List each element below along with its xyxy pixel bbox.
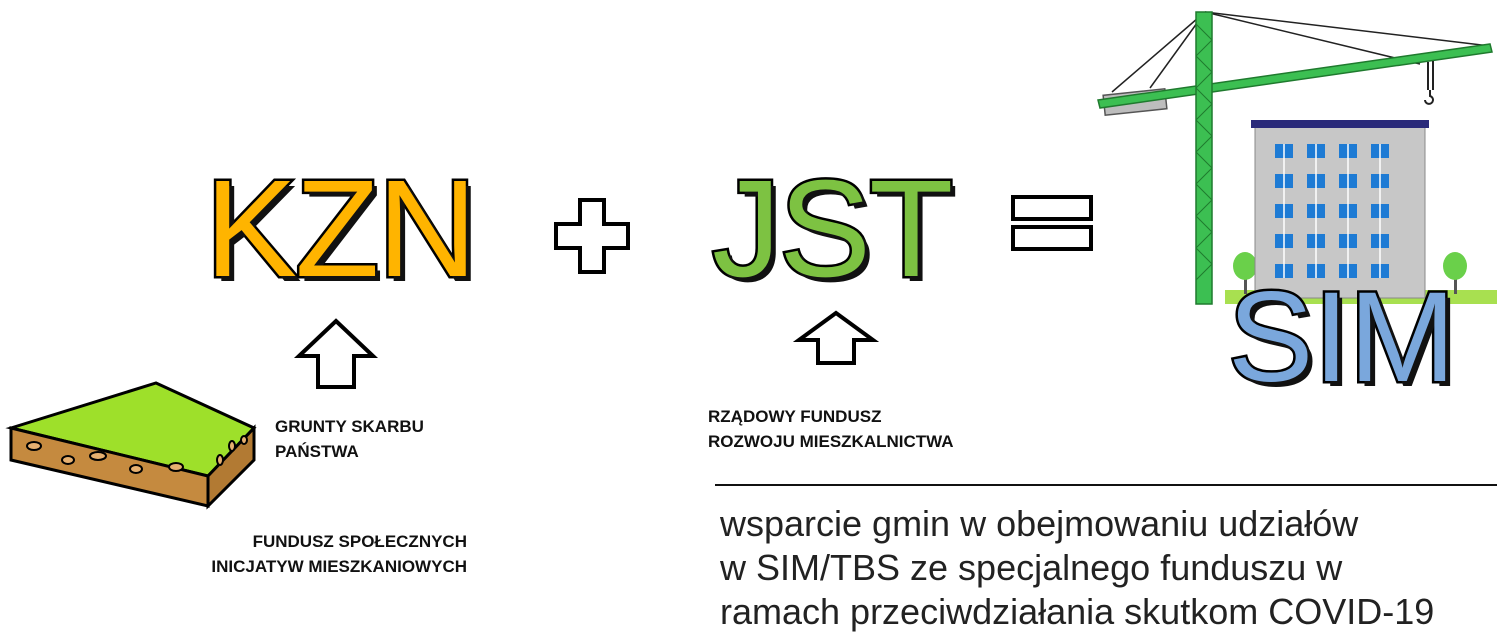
up-arrow-icon <box>792 310 880 365</box>
tree-icon <box>1443 252 1467 294</box>
divider <box>715 484 1497 486</box>
equals-icon <box>1011 195 1093 251</box>
land-plot-icon <box>5 381 257 510</box>
building-icon <box>1225 120 1497 304</box>
jst-term: JST <box>709 152 955 306</box>
crane-icon <box>1097 11 1493 305</box>
tree-icon <box>1233 252 1257 294</box>
plus-icon <box>554 198 630 274</box>
support-text: wsparcie gmin w obejmowaniu udziałów w S… <box>720 503 1435 632</box>
fundusz-label: FUNDUSZ SPOŁECZNYCH INICJATYW MIESZKANIO… <box>211 532 467 576</box>
kzn-term: KZN <box>203 152 480 306</box>
grunty-label: GRUNTY SKARBU PAŃSTWA <box>275 417 424 461</box>
rzadowy-fundusz-label: RZĄDOWY FUNDUSZ ROZWOJU MIESZKALNICTWA <box>708 407 954 451</box>
sim-result: SIM <box>1226 266 1459 409</box>
up-arrow-icon <box>293 318 379 389</box>
